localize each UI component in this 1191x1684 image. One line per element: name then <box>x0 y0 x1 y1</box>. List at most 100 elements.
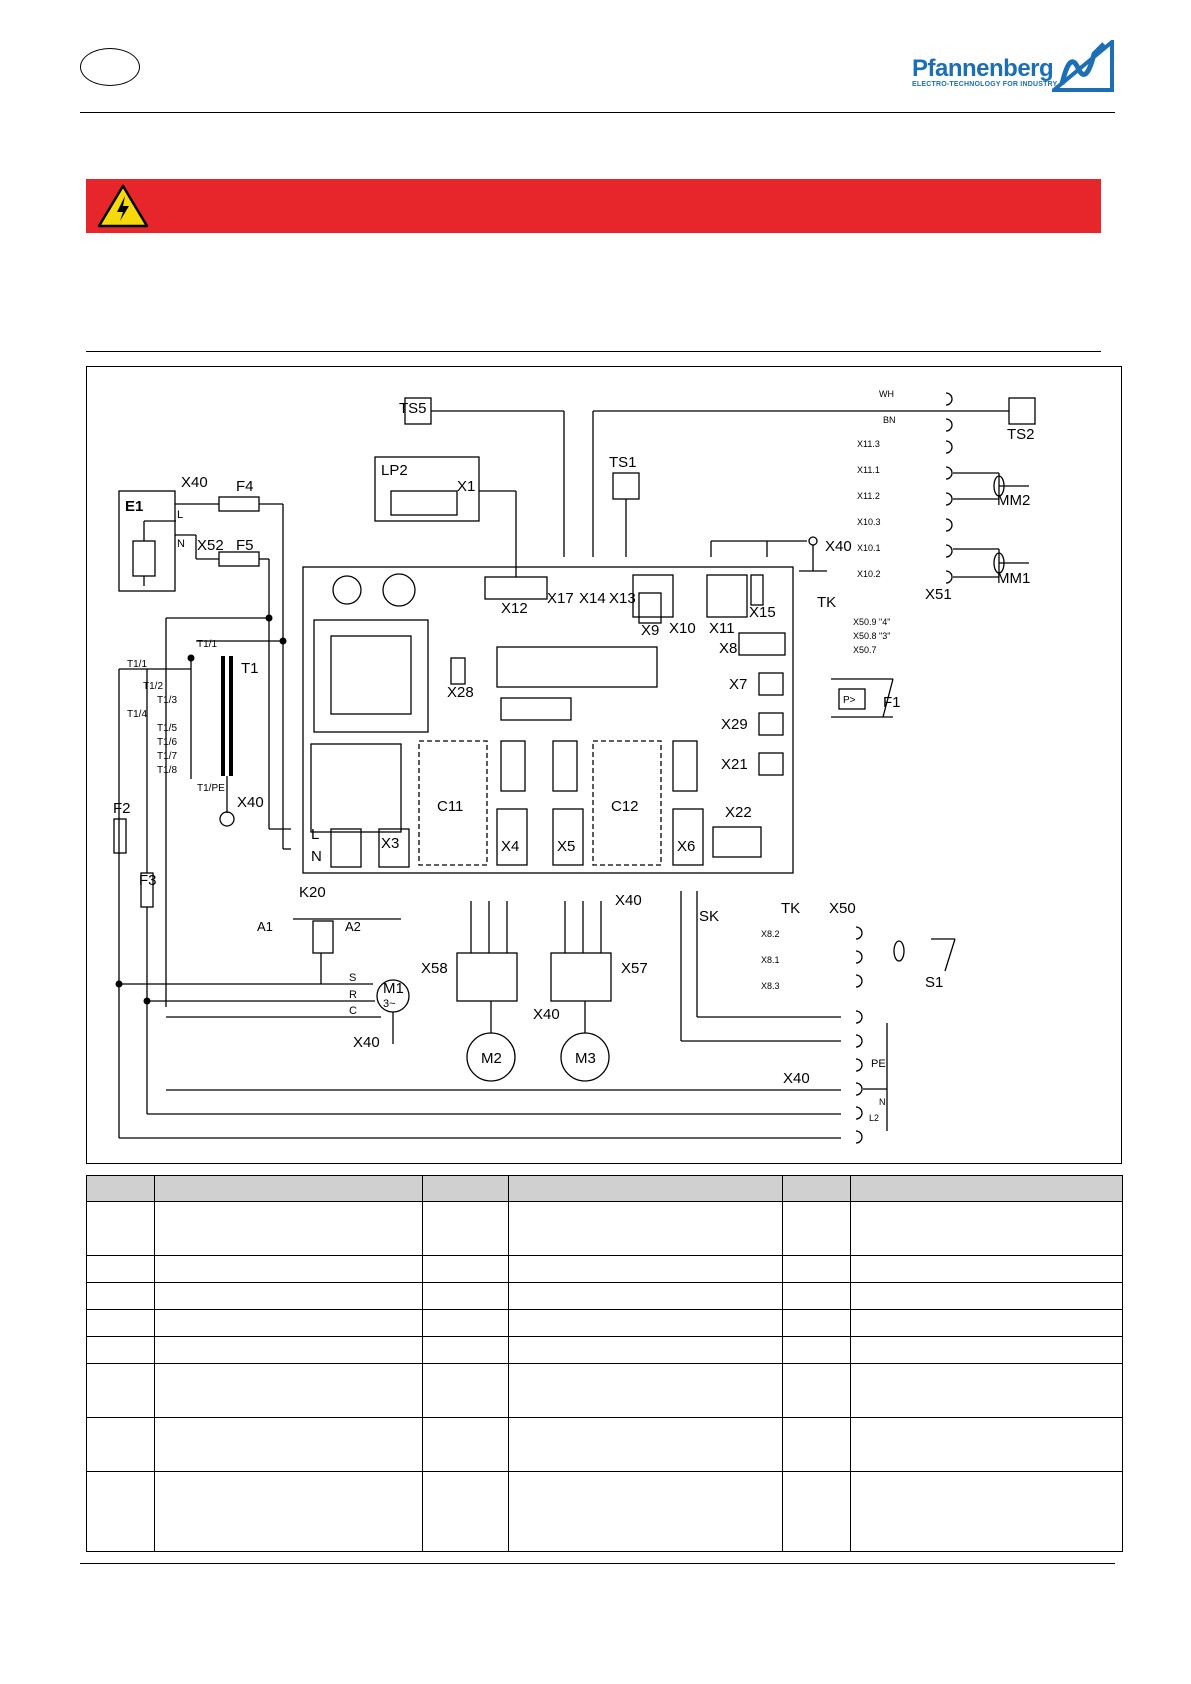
label-s: S <box>349 972 356 984</box>
table-cell <box>850 1471 1123 1552</box>
label-x50-8: X50.8 "3" <box>853 631 890 641</box>
label-t1: T1 <box>241 660 259 677</box>
table-cell <box>850 1336 1123 1364</box>
table-cell <box>782 1417 851 1472</box>
danger-banner <box>86 179 1101 233</box>
table-cell <box>86 1309 155 1337</box>
table-cell <box>422 1201 509 1256</box>
label-x8-2: X8.2 <box>761 929 780 939</box>
label-x11-2: X11.2 <box>857 491 880 501</box>
table-cell <box>154 1363 423 1418</box>
label-t1-2: T1/2 <box>143 681 163 692</box>
table-cell <box>782 1363 851 1418</box>
label-n: N <box>879 1097 886 1107</box>
table-cell <box>422 1363 509 1418</box>
table-cell <box>782 1201 851 1256</box>
label-e1-n: N <box>177 538 185 550</box>
label-m1: M1 <box>383 980 404 997</box>
label-x4: X4 <box>501 838 519 855</box>
label-board-n: N <box>311 848 322 865</box>
table-cell <box>782 1255 851 1283</box>
legend-table <box>86 1175 1123 1552</box>
brand-logo-tagline: ELECTRO-TECHNOLOGY FOR INDUSTRY <box>912 81 1058 88</box>
label-t1-5: T1/5 <box>157 723 177 734</box>
footer-rule <box>80 1563 1115 1564</box>
table-cell <box>154 1309 423 1337</box>
table-cell <box>422 1255 509 1283</box>
label-x10-3: X10.3 <box>857 517 881 527</box>
label-t1-3: T1/3 <box>157 695 177 706</box>
label-f5: F5 <box>236 537 254 554</box>
e1-heater-box <box>118 490 176 592</box>
table-cell <box>154 1417 423 1472</box>
table-cell <box>850 1417 1123 1472</box>
table-row <box>86 1282 1123 1310</box>
label-e1: E1 <box>125 498 143 515</box>
label-tk-top: TK <box>817 594 836 611</box>
label-a1: A1 <box>257 919 273 934</box>
table-cell <box>154 1282 423 1310</box>
table-row <box>86 1417 1123 1472</box>
label-f3: F3 <box>139 872 157 889</box>
table-cell <box>422 1417 509 1472</box>
label-ts1: TS1 <box>609 454 637 471</box>
label-x10-1: X10.1 <box>857 543 881 553</box>
page-marker-oval <box>80 48 140 86</box>
label-x13: X13 <box>609 590 636 607</box>
label-x58: X58 <box>421 960 448 977</box>
label-m3: M3 <box>575 1050 596 1067</box>
label-tk-bottom: TK <box>781 900 800 917</box>
label-x14: X14 <box>579 590 606 607</box>
legend-header-cell <box>154 1175 423 1202</box>
label-x21: X21 <box>721 756 748 773</box>
label-k20: K20 <box>299 884 326 901</box>
legend-header-row <box>86 1175 1123 1202</box>
label-x57: X57 <box>621 960 648 977</box>
label-board-l: L <box>311 826 319 843</box>
legend-header-cell <box>86 1175 155 1202</box>
label-x50-9: X50.9 "4" <box>853 617 890 627</box>
table-cell <box>154 1255 423 1283</box>
label-x11-3: X11.3 <box>857 439 880 449</box>
label-wh: WH <box>879 389 894 399</box>
label-x8: X8 <box>719 640 737 657</box>
label-pressostat: P> <box>843 695 856 706</box>
label-x51: X51 <box>925 586 952 603</box>
table-row <box>86 1336 1123 1364</box>
table-cell <box>86 1471 155 1552</box>
label-r: R <box>349 989 357 1001</box>
label-x22: X22 <box>725 804 752 821</box>
label-x10: X10 <box>669 620 696 637</box>
high-voltage-warning-icon <box>97 184 149 228</box>
table-cell <box>422 1471 509 1552</box>
table-cell <box>782 1309 851 1337</box>
label-t1-8: T1/8 <box>157 765 177 776</box>
label-x12: X12 <box>501 600 528 617</box>
table-cell <box>850 1309 1123 1337</box>
label-c12: C12 <box>611 798 639 815</box>
table-cell <box>508 1282 783 1310</box>
wiring-diagram: E1 L N X40 F4 X52 F5 T1 T1/1 T1/1 T1/2 T… <box>113 389 1036 1144</box>
label-x3: X3 <box>381 835 399 852</box>
label-x8-3: X8.3 <box>761 981 780 991</box>
label-ts5: TS5 <box>399 400 427 417</box>
label-t1-4: T1/4 <box>127 709 147 720</box>
table-cell <box>422 1336 509 1364</box>
label-x1: X1 <box>457 478 475 495</box>
label-x6: X6 <box>677 838 695 855</box>
table-cell <box>782 1282 851 1310</box>
label-x40-top: X40 <box>181 474 208 491</box>
legend-header-cell <box>850 1175 1123 1202</box>
brand-logo-text: Pfannenberg <box>912 55 1054 82</box>
label-c11: C11 <box>437 798 463 815</box>
label-x40-bottom: X40 <box>783 1070 810 1087</box>
label-x40-right: X40 <box>825 538 852 555</box>
table-cell <box>86 1282 155 1310</box>
table-cell <box>86 1417 155 1472</box>
table-row <box>86 1309 1123 1337</box>
label-mm2: MM2 <box>997 492 1030 509</box>
label-c: C <box>349 1005 357 1017</box>
table-cell <box>86 1363 155 1418</box>
label-e1-l: L <box>177 509 183 521</box>
label-bn: BN <box>883 415 896 425</box>
